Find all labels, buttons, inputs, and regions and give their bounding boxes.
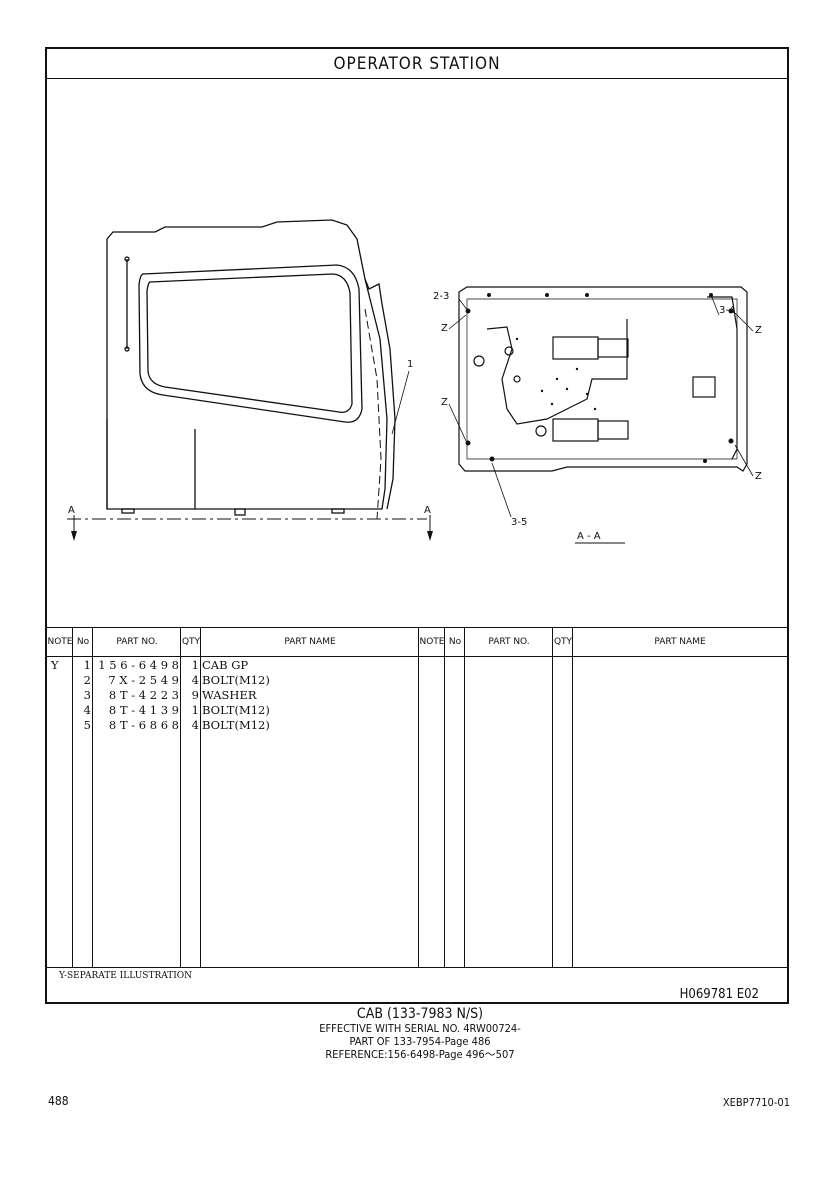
parts-list-header: NOTE No PART NO. QTY PART NAME NOTE No P… bbox=[47, 628, 787, 657]
callout-z-3: Z bbox=[755, 325, 762, 336]
illustration-area: A A 1 bbox=[47, 79, 787, 627]
row-part-name: CAB GP bbox=[202, 658, 249, 672]
header-note-left: NOTE bbox=[47, 637, 73, 647]
header-qty-right: QTY bbox=[553, 637, 573, 647]
row-no: 5 bbox=[83, 718, 91, 732]
row-part-no: 8 T - 4 1 3 9 bbox=[108, 703, 179, 717]
callout-z-4: Z bbox=[755, 471, 762, 482]
callout-z-2: Z bbox=[441, 397, 448, 408]
row-qty: 1 bbox=[191, 658, 199, 672]
callout-3-5: 3-5 bbox=[511, 517, 527, 528]
row-part-no: 1 5 6 - 6 4 9 8 bbox=[98, 658, 179, 672]
row-part-name: WASHER bbox=[202, 688, 257, 702]
parts-sheet-frame: OPERATOR STATION bbox=[45, 47, 789, 1004]
row-no: 4 bbox=[83, 703, 91, 717]
header-part-no-right: PART NO. bbox=[488, 637, 530, 647]
document-id: XEBP7710-01 bbox=[722, 1096, 790, 1109]
header-part-name-left: PART NAME bbox=[284, 637, 336, 647]
row-qty: 1 bbox=[191, 703, 199, 717]
callout-3-4: 3-4 bbox=[719, 305, 735, 316]
row-note: Y bbox=[51, 658, 59, 672]
row-qty: 9 bbox=[191, 688, 199, 702]
callout-2-3: 2-3 bbox=[433, 291, 449, 302]
header-qty-left: QTY bbox=[181, 637, 201, 647]
row-no: 1 bbox=[83, 658, 91, 672]
row-part-no: 8 T - 6 8 6 8 bbox=[108, 718, 179, 732]
parts-list: NOTE No PART NO. QTY PART NAME NOTE No P… bbox=[47, 627, 787, 968]
page-title: OPERATOR STATION bbox=[47, 49, 787, 79]
cab-illustration: A A 1 bbox=[67, 219, 762, 544]
header-part-name-right: PART NAME bbox=[654, 637, 706, 647]
section-view-label: A - A bbox=[577, 531, 601, 542]
caption-part-of: PART OF 133-7954-Page 486 bbox=[349, 1035, 491, 1048]
illustration-reference: H069781 E02 bbox=[679, 987, 759, 1002]
caption-cab: CAB (133-7983 N/S) bbox=[356, 1006, 484, 1022]
caption-serial: EFFECTIVE WITH SERIAL NO. 4RW00724- bbox=[319, 1022, 521, 1035]
separate-illustration-note: Y-SEPARATE ILLUSTRATION bbox=[59, 971, 193, 981]
header-no-left: No bbox=[76, 637, 90, 647]
header-note-right: NOTE bbox=[419, 637, 445, 647]
sheet-footer: Y-SEPARATE ILLUSTRATION H069781 E02 bbox=[47, 967, 787, 1002]
header-no-right: No bbox=[448, 637, 462, 647]
section-mark-right: A bbox=[424, 505, 431, 516]
row-no: 3 bbox=[83, 688, 91, 702]
row-part-name: BOLT(M12) bbox=[202, 703, 270, 717]
header-part-no-left: PART NO. bbox=[116, 637, 158, 647]
caption-reference: REFERENCE:156-6498-Page 496～507 bbox=[325, 1048, 515, 1061]
page-number: 488 bbox=[48, 1094, 69, 1108]
callout-1: 1 bbox=[407, 359, 413, 370]
row-part-name: BOLT(M12) bbox=[202, 673, 270, 687]
row-qty: 4 bbox=[191, 673, 199, 687]
row-qty: 4 bbox=[191, 718, 199, 732]
row-part-name: BOLT(M12) bbox=[202, 718, 270, 732]
callout-z-1: Z bbox=[441, 323, 448, 334]
section-mark-left: A bbox=[68, 505, 75, 516]
row-part-no: 7 X - 2 5 4 9 bbox=[108, 673, 179, 687]
row-part-no: 8 T - 4 2 2 3 bbox=[108, 688, 179, 702]
row-no: 2 bbox=[83, 673, 91, 687]
